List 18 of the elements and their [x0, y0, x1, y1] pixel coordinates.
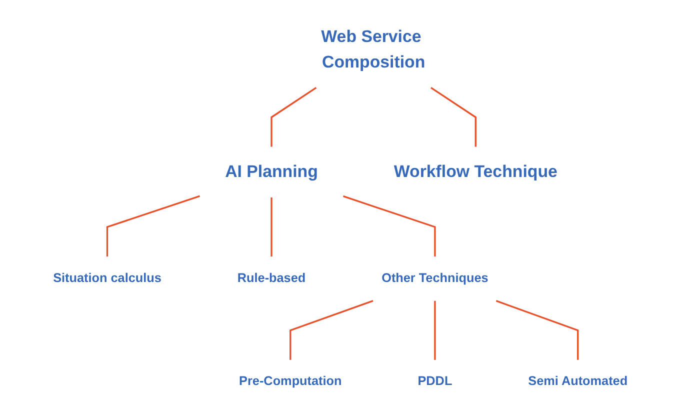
node-text: Other Techniques	[381, 270, 488, 286]
connector	[270, 87, 316, 147]
node-text: Situation calculus	[52, 270, 162, 286]
node-text: PDDL	[417, 374, 452, 389]
node-text: Rule-based	[237, 270, 306, 286]
tree-diagram: Web Service Composition AI Planning Workflow Technique Situation calculus Rule-based Other Techniques Pre-Computation PDDL Semi Automated	[20, 5, 660, 411]
connector	[270, 197, 272, 257]
node-text: AI Planning	[224, 162, 318, 182]
node-text: Web Service Composition	[320, 28, 425, 72]
connector	[106, 195, 200, 257]
connector	[342, 195, 436, 257]
connector	[434, 300, 436, 360]
node-text: Semi Automated	[528, 374, 628, 389]
node-text: Pre-Computation	[238, 374, 342, 389]
node-text: Workflow Technique	[394, 162, 558, 182]
connector	[430, 87, 476, 147]
connector	[289, 300, 373, 360]
connector	[496, 300, 578, 360]
